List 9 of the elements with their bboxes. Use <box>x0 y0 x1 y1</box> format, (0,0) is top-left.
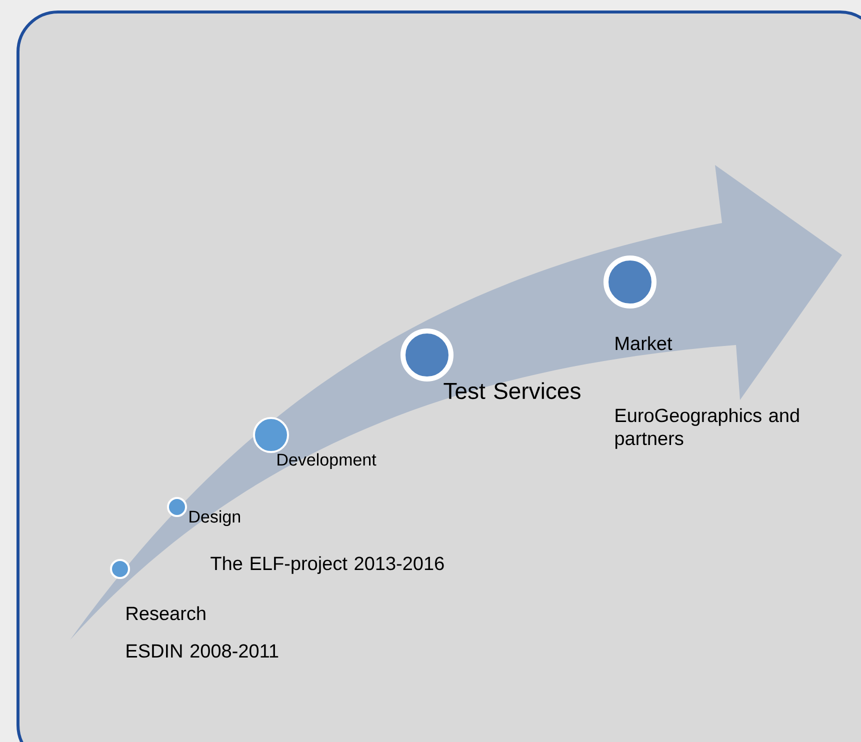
stage-circle <box>253 417 289 453</box>
stage-label: Development <box>278 453 376 470</box>
stage-label: Test Services <box>444 382 580 400</box>
stage-label: Research <box>126 606 206 620</box>
stage-label: Market <box>616 336 672 350</box>
stage-label: EuroGeographics and partners <box>615 408 799 449</box>
project-label: The ELF-project 2013-2016 <box>210 556 444 574</box>
stage-label: Design <box>190 510 240 526</box>
stage-label: ESDIN 2008-2011 <box>126 644 278 658</box>
